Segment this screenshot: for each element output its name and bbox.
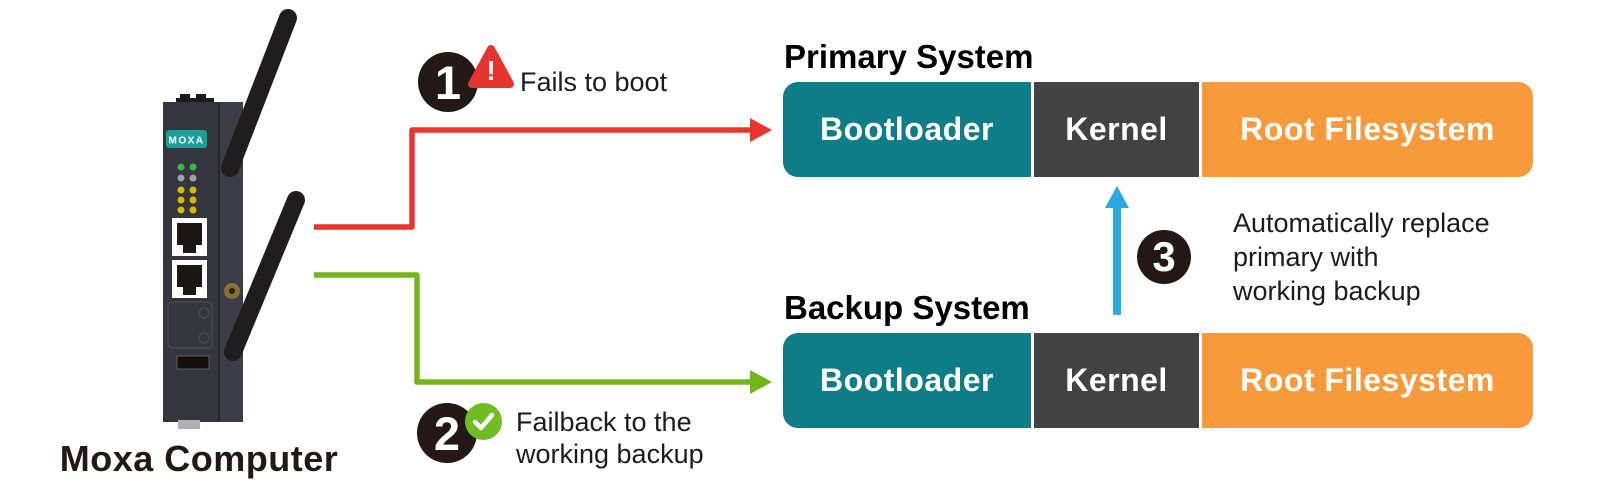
backup-kernel-segment: Kernel — [1034, 333, 1199, 428]
status-leds — [177, 163, 197, 214]
primary-kernel-segment: Kernel — [1034, 82, 1199, 177]
device-label: Moxa Computer — [59, 438, 339, 479]
step-1-label: Fails to boot — [520, 69, 667, 96]
antenna-upper — [221, 9, 297, 177]
moxa-device-illustration: MOXA — [163, 9, 305, 429]
segment-label: Kernel — [1065, 111, 1168, 147]
step-3-line: primary with — [1233, 242, 1379, 272]
step-number: 3 — [1152, 233, 1176, 280]
check-icon — [465, 403, 502, 440]
step-number: 2 — [433, 406, 461, 460]
step-1-badge: 1 — [418, 52, 478, 112]
primary-system-title: Primary System — [784, 38, 1034, 75]
side-antenna-mount — [224, 283, 240, 299]
moxa-logo-text: MOXA — [169, 136, 205, 147]
segment-label: Kernel — [1065, 362, 1168, 398]
replace-arrow — [1105, 186, 1129, 315]
primary-root-filesystem-segment: Root Filesystem — [1202, 82, 1533, 177]
step-number: 1 — [434, 55, 462, 109]
failback-arrow — [314, 272, 772, 394]
segment-label: Root Filesystem — [1240, 362, 1495, 398]
fail-arrow — [314, 118, 772, 230]
ethernet-port-1 — [172, 218, 207, 256]
warning-icon: ! — [468, 45, 514, 88]
step-2-badge: 2 — [417, 403, 477, 463]
segment-label: Bootloader — [820, 362, 994, 398]
step-2-line: Failback to the — [516, 407, 692, 437]
backup-root-filesystem-segment: Root Filesystem — [1202, 333, 1533, 428]
step-3-label: Automatically replace primary with worki… — [1233, 206, 1490, 308]
primary-bootloader-segment: Bootloader — [783, 82, 1031, 177]
step-2-line: working backup — [516, 439, 704, 469]
backup-bootloader-segment: Bootloader — [783, 333, 1031, 428]
segment-label: Bootloader — [820, 111, 994, 147]
step-2-label: Failback to the working backup — [516, 406, 704, 470]
moxa-logo: MOXA — [166, 130, 207, 148]
step-1-line: Fails to boot — [520, 67, 668, 97]
antenna-lower — [224, 191, 305, 361]
backup-system-title: Backup System — [784, 289, 1030, 326]
primary-system-bar: Bootloader Kernel Root Filesystem — [783, 82, 1533, 177]
step-3-line: Automatically replace — [1233, 208, 1490, 238]
step-3-badge: 3 — [1137, 230, 1191, 284]
step-3-line: working backup — [1233, 276, 1421, 306]
backup-system-bar: Bootloader Kernel Root Filesystem — [783, 333, 1533, 428]
ethernet-port-2 — [172, 260, 207, 298]
sim-slot-panel — [167, 301, 213, 349]
usb-slot — [176, 355, 210, 370]
svg-text:!: ! — [486, 55, 495, 86]
segment-label: Root Filesystem — [1240, 111, 1495, 147]
device-foot — [178, 420, 200, 429]
